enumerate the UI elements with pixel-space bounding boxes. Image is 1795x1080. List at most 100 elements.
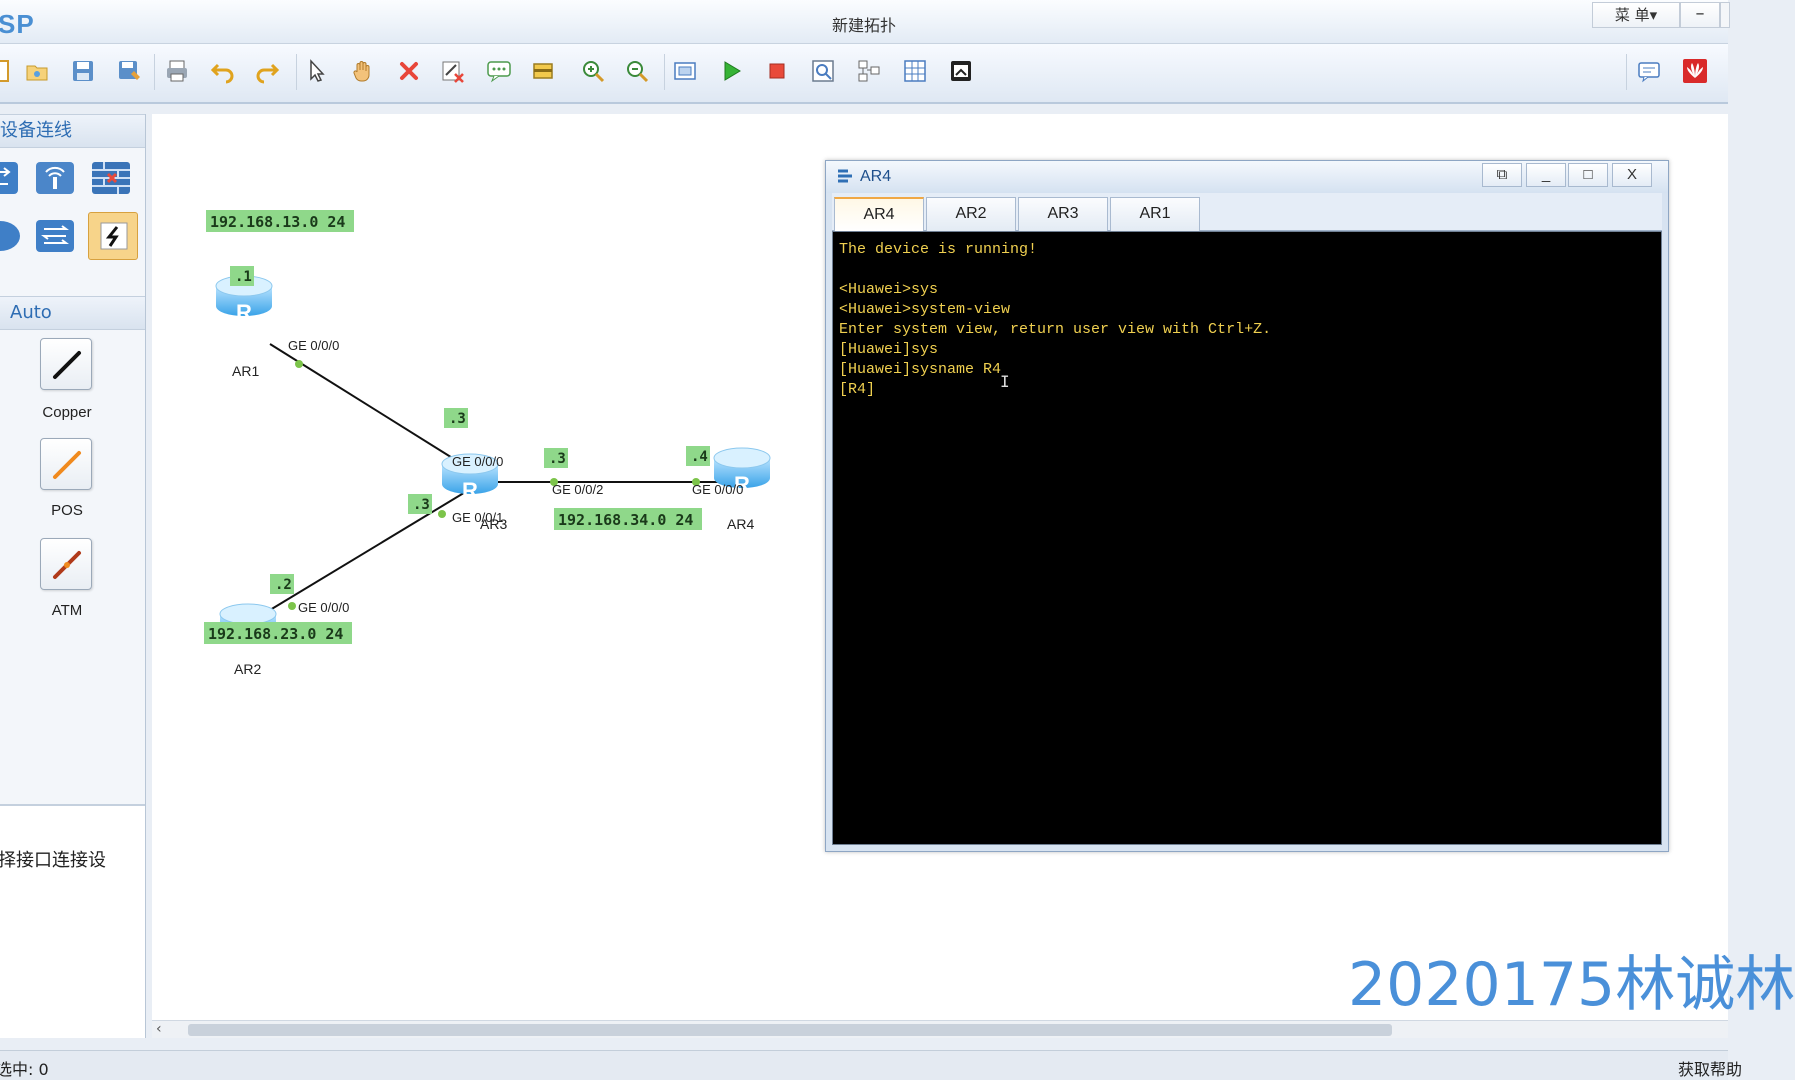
terminal-restore-button[interactable]: ⧉ (1482, 163, 1522, 187)
description-text: 择接口连接设 (0, 850, 106, 871)
interface-label: GE 0/0/1 (452, 510, 503, 525)
save-icon[interactable] (68, 56, 98, 86)
toolbar-separator (1626, 54, 1627, 90)
port-dot (438, 510, 446, 518)
stop-device-icon[interactable] (762, 56, 792, 86)
console-line: [Huawei]sysname R4 (839, 361, 1002, 378)
switch-category-icon[interactable] (34, 216, 78, 256)
router-ar3-label: AR3 (480, 516, 507, 532)
topology-diagram: R AR1 R AR2 R AR3 R AR4 GE 0/0/0 GE 0/0/… (204, 210, 771, 677)
port-dot (692, 478, 700, 486)
minimize-button[interactable]: – (1680, 2, 1720, 28)
copper-cable-label: Copper (42, 404, 92, 421)
svg-text:.1: .1 (235, 269, 252, 285)
svg-text:.3: .3 (413, 497, 430, 513)
app-logo: SP (0, 9, 35, 39)
zoom-in-icon[interactable] (578, 56, 608, 86)
pos-cable-label: POS (51, 502, 83, 519)
router-ar1[interactable]: R AR1 (215, 275, 273, 379)
link-ar2-ar3[interactable] (269, 487, 473, 611)
redo-icon[interactable] (252, 56, 282, 86)
close-button[interactable] (1720, 2, 1730, 28)
host-tag[interactable]: .3 (408, 494, 432, 514)
router-ar4-label: AR4 (727, 516, 754, 532)
zoom-out-icon[interactable] (622, 56, 652, 86)
svg-text:.3: .3 (549, 451, 566, 467)
console-line: [Huawei]sys (839, 341, 939, 358)
delete-link-icon[interactable] (438, 56, 468, 86)
interface-label: GE 0/0/0 (298, 600, 349, 615)
feedback-icon[interactable] (1634, 56, 1664, 86)
router-badge: R (462, 478, 478, 503)
host-tag[interactable]: .3 (444, 408, 468, 428)
huawei-logo-icon[interactable] (1680, 56, 1710, 86)
add-note-icon[interactable] (484, 56, 514, 86)
open-file-icon[interactable] (22, 56, 52, 86)
tab-ar2[interactable]: AR2 (926, 197, 1016, 231)
delete-icon[interactable] (394, 56, 424, 86)
text-cursor-icon: I (1000, 372, 1010, 391)
select-pointer-icon[interactable] (302, 56, 332, 86)
new-topology-icon[interactable] (0, 56, 16, 86)
pan-hand-icon[interactable] (348, 56, 378, 86)
terminal-close-button[interactable]: X (1612, 163, 1652, 187)
start-device-icon[interactable] (716, 56, 746, 86)
toolbar-separator (154, 54, 155, 90)
screenshot-icon[interactable] (946, 56, 976, 86)
tab-ar3[interactable]: AR3 (1018, 197, 1108, 231)
status-bar: 选中: 0 获取帮助 (0, 1050, 1742, 1080)
router-ar2-label: AR2 (234, 661, 261, 677)
atm-cable-button[interactable] (40, 538, 92, 590)
connection-category-icon[interactable] (88, 212, 138, 260)
cloud-category-icon[interactable] (0, 216, 22, 256)
watermark-text: 2020175林诚林 (1348, 950, 1795, 1020)
tab-ar1[interactable]: AR1 (1110, 197, 1200, 231)
scroll-left-arrow[interactable]: ‹ (156, 1021, 162, 1037)
copper-cable-button[interactable] (40, 338, 92, 390)
print-icon[interactable] (162, 56, 192, 86)
horizontal-scrollbar[interactable]: ‹ (152, 1020, 1728, 1038)
fit-view-icon[interactable] (670, 56, 700, 86)
router-category-icon[interactable] (0, 158, 22, 198)
network-label[interactable]: 192.168.13.0 24 (206, 210, 354, 232)
interface-label: GE 0/0/0 (452, 454, 503, 469)
toolbar-separator (664, 54, 665, 90)
network-label[interactable]: 192.168.34.0 24 (554, 508, 702, 530)
help-link[interactable]: 获取帮助 (1678, 1060, 1743, 1079)
undo-icon[interactable] (208, 56, 238, 86)
interface-label: GE 0/0/0 (692, 482, 743, 497)
terminal-window[interactable]: AR4 ⧉ _ □ X AR4 AR2 AR3 AR1 The device i… (825, 160, 1669, 852)
console-line: <Huawei>system-view (839, 301, 1011, 318)
wireless-category-icon[interactable] (34, 158, 78, 198)
router-ar1-label: AR1 (232, 363, 259, 379)
terminal-minimize-button[interactable]: _ (1526, 163, 1566, 187)
host-tag[interactable]: .1 (230, 266, 254, 286)
scroll-thumb[interactable] (188, 1024, 1392, 1036)
router-ar4[interactable]: R AR4 (713, 447, 771, 532)
host-tag[interactable]: .3 (544, 448, 568, 468)
terminal-title-bar[interactable]: AR4 ⧉ _ □ X (826, 161, 1668, 193)
svg-text:192.168.23.0 24: 192.168.23.0 24 (208, 625, 343, 643)
console-line: Enter system view, return user view with… (839, 321, 1272, 338)
rectangle-icon[interactable] (528, 56, 558, 86)
console-line: [R4] (839, 381, 876, 398)
host-tag[interactable]: .4 (686, 446, 710, 466)
router-ar3[interactable]: R AR3 (441, 453, 507, 532)
terminal-tabs: AR4 AR2 AR3 AR1 (832, 193, 1662, 231)
host-tag[interactable]: .2 (270, 574, 294, 594)
description-panel: 择接口连接设 (0, 804, 145, 1038)
terminal-console[interactable]: The device is running! <Huawei>sys <Huaw… (832, 231, 1662, 845)
tab-ar4[interactable]: AR4 (834, 197, 924, 231)
firewall-category-icon[interactable] (90, 158, 134, 198)
topology-icon[interactable] (854, 56, 884, 86)
capture-icon[interactable] (808, 56, 838, 86)
network-label[interactable]: 192.168.23.0 24 (204, 622, 352, 644)
router-badge: R (236, 300, 252, 325)
pos-cable-button[interactable] (40, 438, 92, 490)
grid-icon[interactable] (900, 56, 930, 86)
terminal-maximize-button[interactable]: □ (1568, 163, 1608, 187)
console-line: The device is running! (839, 241, 1038, 258)
save-as-icon[interactable] (114, 56, 144, 86)
svg-text:.2: .2 (275, 577, 292, 593)
menu-button[interactable]: 菜 单▾ (1592, 2, 1680, 28)
